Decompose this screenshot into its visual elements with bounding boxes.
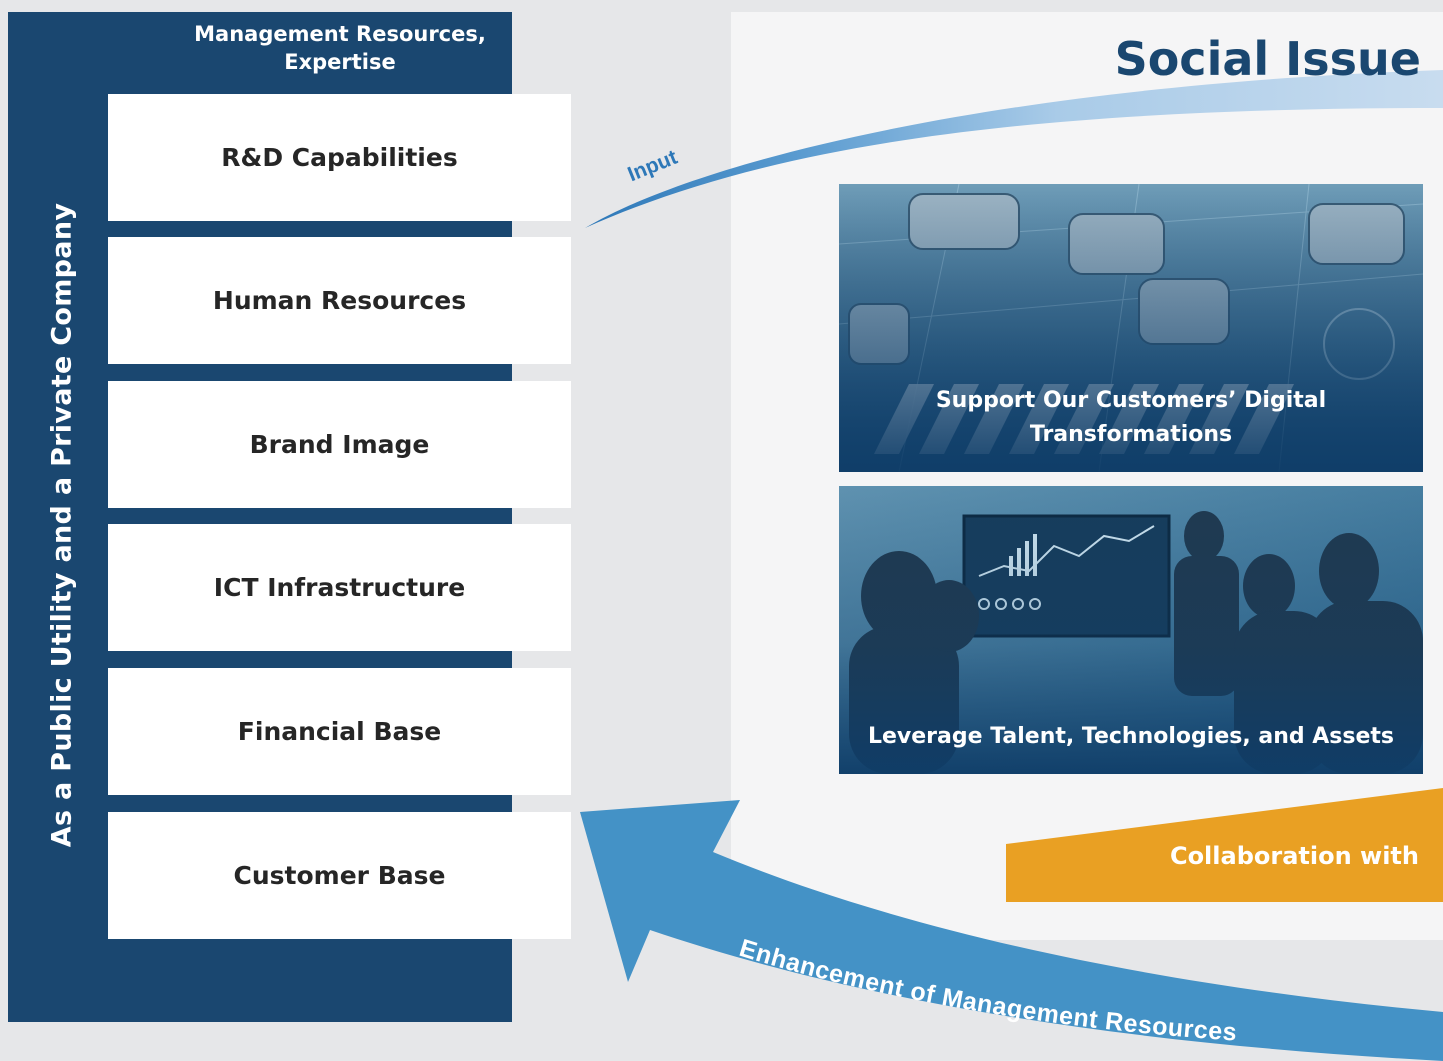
resource-customer-base: Customer Base — [108, 812, 571, 939]
collaboration-banner: Collaboration with — [1006, 788, 1443, 902]
resource-ict-infrastructure: ICT Infrastructure — [108, 524, 571, 651]
management-resources-header: Management Resources, Expertise — [170, 20, 510, 76]
input-swoosh — [585, 70, 1443, 228]
card-leverage-talent-caption: Leverage Talent, Technologies, and Asset… — [867, 724, 1395, 749]
resource-human-resources: Human Resources — [108, 237, 571, 364]
resource-financial-base: Financial Base — [108, 668, 571, 795]
card-leverage-talent: Leverage Talent, Technologies, and Asset… — [839, 486, 1423, 774]
card-digital-transformation-caption: Support Our Customers’ Digital Transform… — [839, 384, 1423, 452]
resource-brand-image: Brand Image — [108, 381, 571, 508]
card-digital-transformation: Support Our Customers’ Digital Transform… — [839, 184, 1423, 472]
enhancement-arrow — [580, 800, 1443, 1061]
social-issue-title: Social Issue — [1114, 32, 1421, 86]
input-label: Input — [624, 146, 680, 187]
resource-rd-capabilities: R&D Capabilities — [108, 94, 571, 221]
meeting-photo — [839, 486, 1423, 774]
collaboration-shape — [1006, 788, 1443, 902]
management-resources-header-line1: Management Resources, — [194, 22, 486, 46]
social-issue-panel — [731, 12, 1443, 940]
management-resources-header-line2: Expertise — [284, 50, 396, 74]
collaboration-label: Collaboration with — [1169, 842, 1419, 870]
traffic-photo — [839, 184, 1423, 472]
card-digital-transformation-line2: Transformations — [1029, 422, 1233, 447]
card-digital-transformation-line1: Support Our Customers’ Digital — [935, 388, 1327, 413]
